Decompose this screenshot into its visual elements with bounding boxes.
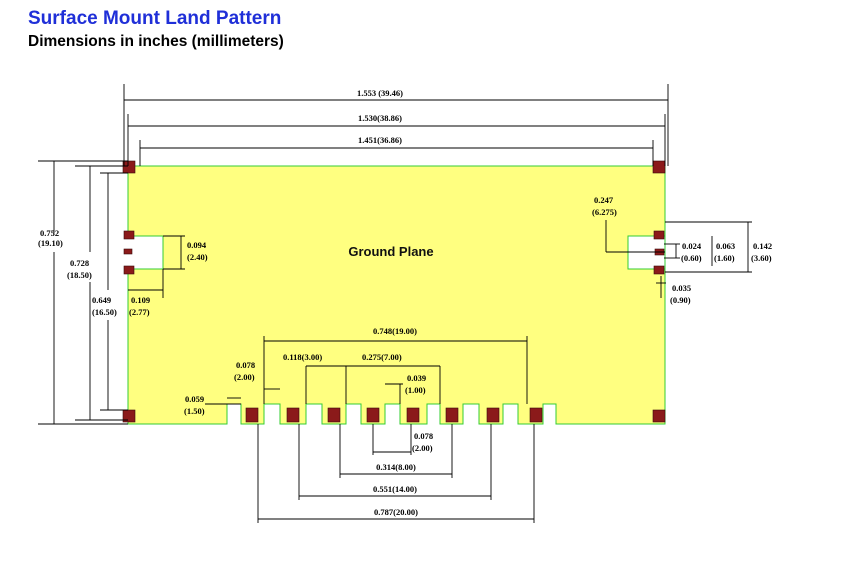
- dim-pin-d-mm: (1.50): [184, 406, 205, 416]
- dim-height-total-in: 0.752: [40, 228, 59, 238]
- dim-right-c-in: 0.142: [753, 241, 772, 251]
- pin-pad: [245, 407, 259, 423]
- dim-right-offset-in: 0.247: [594, 195, 614, 205]
- right-dimension-lines: [605, 220, 752, 298]
- dim-pin-span: 0.748(19.00): [373, 326, 417, 336]
- dim-right-b-in: 0.063: [716, 241, 735, 251]
- dim-pin-pitch: 0.118(3.00): [283, 352, 322, 362]
- pin-dimension-lines: [205, 336, 535, 523]
- side-pad: [123, 265, 135, 275]
- dim-pin-b: 0.275(7.00): [362, 352, 402, 362]
- dim-height-inner-mm: (16.50): [92, 307, 117, 317]
- dim-right-d-in: 0.035: [672, 283, 691, 293]
- dim-inner-width: 1.451(36.86): [358, 135, 402, 145]
- dim-pin-c-mm: (1.00): [405, 385, 426, 395]
- dim-right-d-mm: (0.90): [670, 295, 691, 305]
- dim-height-total-mm: (19.10): [38, 238, 63, 248]
- dim-left-notch-w-in: 0.109: [131, 295, 150, 305]
- side-pad: [653, 230, 665, 240]
- dim-height-mid-mm: (18.50): [67, 270, 92, 280]
- dim-pin-a-in: 0.078: [236, 360, 255, 370]
- pin-pad: [327, 407, 341, 423]
- page-title: Surface Mount Land Pattern: [28, 8, 282, 29]
- pin-pad: [406, 407, 420, 423]
- corner-pad: [652, 409, 666, 423]
- ground-plane: [127, 165, 666, 425]
- pin-pad: [486, 407, 500, 423]
- dim-pin-d-in: 0.059: [185, 394, 204, 404]
- pin-pad: [445, 407, 459, 423]
- pin-pad: [529, 407, 543, 423]
- top-dimension-lines: [123, 84, 669, 166]
- dim-span-14: 0.551(14.00): [373, 484, 417, 494]
- dim-height-mid-in: 0.728: [70, 258, 89, 268]
- ground-plane-label: Ground Plane: [348, 244, 433, 259]
- dim-height-inner-in: 0.649: [92, 295, 111, 305]
- dim-pin-c-in: 0.039: [407, 373, 426, 383]
- dim-span-8: 0.314(8.00): [376, 462, 416, 472]
- pin-pad: [366, 407, 380, 423]
- side-pad: [653, 265, 665, 275]
- dim-right-a-mm: (0.60): [681, 253, 702, 263]
- dim-left-notch-w-mm: (2.77): [129, 307, 150, 317]
- dim-overall-width: 1.553 (39.46): [357, 88, 403, 98]
- dim-span-20: 0.787(20.00): [374, 507, 418, 517]
- corner-pad: [652, 160, 666, 174]
- pin-pad: [286, 407, 300, 423]
- side-pad: [123, 230, 135, 240]
- page-subtitle: Dimensions in inches (millimeters): [28, 33, 284, 50]
- left-dimension-lines: [38, 160, 185, 425]
- corner-pad: [122, 160, 136, 174]
- dim-pin-e-in: 0.078: [414, 431, 433, 441]
- side-pad: [123, 248, 133, 255]
- dim-right-c-mm: (3.60): [751, 253, 772, 263]
- dim-left-notch-h-in: 0.094: [187, 240, 207, 250]
- dim-pin-a-mm: (2.00): [234, 372, 255, 382]
- dim-right-b-mm: (1.60): [714, 253, 735, 263]
- dim-outer-width: 1.530(38.86): [358, 113, 402, 123]
- dim-left-notch-h-mm: (2.40): [187, 252, 208, 262]
- dim-right-offset-mm: (6.275): [592, 207, 617, 217]
- corner-pad: [122, 409, 136, 423]
- dim-pin-e-mm: (2.00): [412, 443, 433, 453]
- dim-right-a-in: 0.024: [682, 241, 702, 251]
